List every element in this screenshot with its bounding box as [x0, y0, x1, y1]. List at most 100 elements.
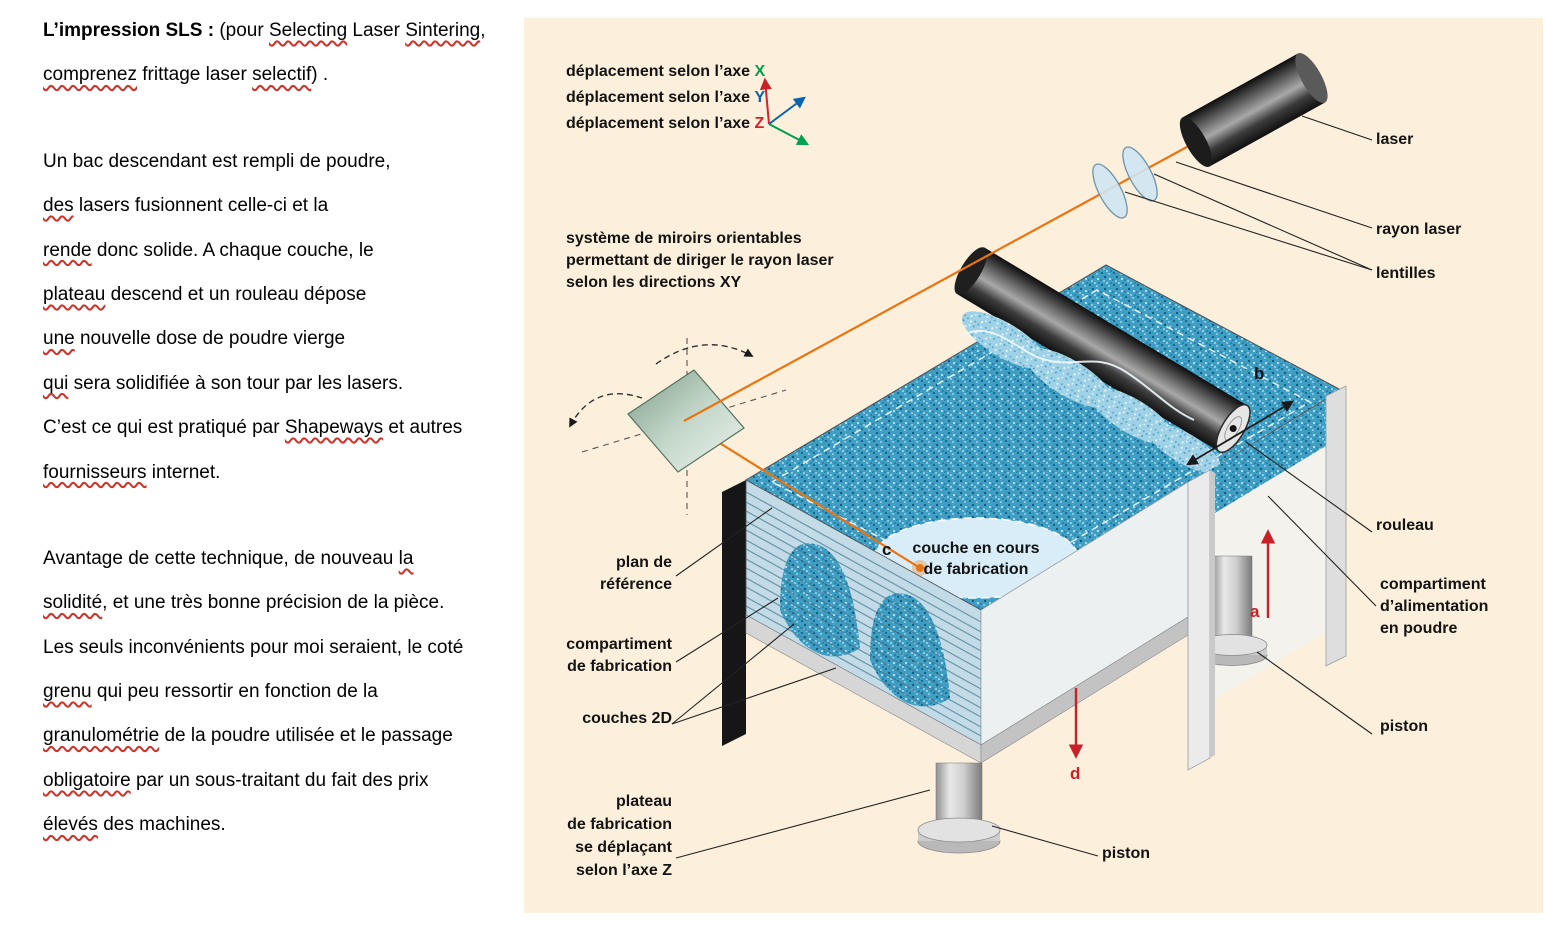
text-segment: ) . — [311, 64, 329, 86]
axis-legend-z: déplacement selon l’axe Z — [566, 114, 764, 134]
document-text-column: L’impression SLS : (pour Selecting Laser… — [43, 9, 517, 890]
text-segment: C’est ce qui est pratiqué par — [43, 417, 285, 439]
divider-wall — [1187, 469, 1215, 771]
layer-lines — [745, 491, 982, 737]
text-segment: qui peu ressortir en fonction de la — [91, 681, 378, 703]
axis-legend-y: déplacement selon l’axe Y — [566, 88, 765, 108]
left-wall — [722, 480, 746, 746]
text-line: C’est ce qui est pratiqué par Shapeways … — [43, 406, 517, 450]
axis-legend-y-text: déplacement selon l’axe — [566, 89, 755, 106]
spellcheck-word: qui — [43, 372, 69, 394]
label-layers-2d: couches 2D — [582, 710, 672, 727]
spellcheck-word: des — [43, 195, 74, 217]
axis-arrow-z — [759, 77, 772, 125]
text-segment: internet. — [146, 461, 221, 483]
spellcheck-word: granulométrie — [43, 725, 160, 747]
label-roller: rouleau — [1376, 517, 1434, 534]
rotation-arc-top — [655, 344, 754, 365]
marker-d: d — [1070, 764, 1081, 783]
text-line: une nouvelle dose de poudre vierge — [43, 317, 517, 361]
label-mirror-system: système de miroirs orientables permettan… — [566, 230, 834, 291]
spellcheck-word: comprenez — [43, 64, 137, 86]
paragraph-sls-intro: L’impression SLS : (pour Selecting Laser… — [43, 9, 517, 98]
text-line: Les seuls inconvénients pour moi seraien… — [43, 626, 517, 670]
text-segment: Avantage de cette technique, de nouveau — [43, 547, 399, 569]
text-line: des lasers fusionnent celle-ci et la — [43, 184, 517, 228]
text-line: solidité, et une très bonne précision de… — [43, 581, 517, 625]
powder-wave — [959, 311, 1221, 474]
spellcheck-word: la — [398, 547, 414, 569]
build-chamber-face — [745, 479, 982, 746]
text-segment: lasers fusionnent celle-ci et la — [73, 195, 329, 217]
spellcheck-word: fournisseurs — [43, 461, 147, 483]
laser-unit — [1179, 53, 1328, 167]
axis-legend-z-text: déplacement selon l’axe — [566, 115, 755, 132]
axis-triad — [759, 77, 810, 146]
label-laser: laser — [1376, 131, 1414, 148]
text-segment: Un bac descendant est rempli de poudre, — [43, 150, 391, 172]
text-line: obligatoire par un sous-traitant du fait… — [43, 759, 517, 803]
text-line: granulométrie de la poudre utilisée et l… — [43, 714, 517, 758]
marker-c: c — [882, 540, 892, 559]
text-segment: L’impression SLS : — [43, 20, 220, 41]
laser-beam-to-bed — [685, 421, 921, 569]
label-build-platform: plateau de fabrication se déplaçant selo… — [567, 793, 672, 879]
marker-a: a — [1250, 602, 1260, 621]
label-piston-right: piston — [1380, 718, 1428, 735]
text-segment: de la poudre utilisée et le passage — [159, 725, 453, 747]
leader-lines — [671, 115, 1377, 859]
sls-machine-drawing — [569, 53, 1377, 859]
spellcheck-word: obligatoire — [43, 769, 131, 791]
spellcheck-word: selectif — [252, 64, 312, 86]
spellcheck-word: une — [43, 328, 75, 350]
text-segment: nouvelle dose de poudre vierge — [74, 328, 346, 350]
paragraph-avantages: Avantage de cette technique, de nouveau … — [43, 537, 517, 848]
text-segment: (pour — [219, 20, 269, 41]
paragraph-process: Un bac descendant est rempli de poudre, d… — [43, 140, 517, 495]
text-segment: frittage laser — [137, 64, 253, 86]
spellcheck-word: plateau — [43, 283, 106, 305]
rotation-arc-left — [569, 393, 643, 428]
spellcheck-word: Shapeways — [284, 417, 384, 439]
lens-1 — [1092, 163, 1128, 219]
axis-legend-y-letter: Y — [754, 89, 766, 106]
axis-legend-x-letter: X — [754, 63, 766, 80]
text-segment: Laser — [347, 20, 406, 41]
spellcheck-word: grenu — [43, 681, 92, 703]
text-line: rende donc solide. A chaque couche, le — [43, 229, 517, 273]
axis-legend-z-letter: Z — [754, 115, 765, 132]
text-line: grenu qui peu ressortir en fonction de l… — [43, 670, 517, 714]
axis-arrow-y — [768, 96, 806, 125]
axis-legend-x: déplacement selon l’axe X — [566, 62, 765, 82]
lenses — [1092, 146, 1158, 219]
axis-legend-x-text: déplacement selon l’axe — [566, 63, 755, 80]
label-reference-plane: plan de référence — [599, 554, 672, 593]
label-build-chamber: compartiment de fabrication — [566, 636, 672, 675]
text-segment: sera solidifiée à son tour par les laser… — [68, 372, 404, 394]
label-current-layer: couche en cours de fabrication — [912, 540, 1040, 578]
spellcheck-word: élevés — [43, 814, 98, 836]
build-piston — [917, 762, 1001, 854]
label-piston-bottom: piston — [1102, 845, 1150, 862]
spellcheck-word: Sintering — [405, 20, 481, 41]
lens-2 — [1122, 146, 1158, 202]
text-segment: des machines. — [97, 814, 226, 836]
text-line: fournisseurs internet. — [43, 451, 517, 495]
text-segment: par un sous-traitant du fait des prix — [130, 769, 429, 791]
axis-arrow-x — [768, 123, 810, 146]
sls-diagram-panel: déplacement selon l’axe X déplacement se… — [524, 18, 1543, 913]
outer-right-wall — [1325, 385, 1347, 667]
spellcheck-word: rende — [43, 239, 92, 261]
text-segment: et autres — [383, 417, 463, 439]
roller-direction-arrow-b — [1185, 400, 1295, 466]
text-line: plateau descend et un rouleau dépose — [43, 273, 517, 317]
text-segment: donc solide. A chaque couche, le — [91, 239, 374, 261]
text-line: L’impression SLS : (pour Selecting Laser… — [43, 9, 517, 53]
text-segment: , — [480, 20, 486, 41]
label-laser-beam: rayon laser — [1376, 221, 1462, 238]
text-segment: Les seuls inconvénients pour moi seraien… — [43, 636, 464, 658]
text-segment: , et une très bonne précision de la pièc… — [102, 592, 445, 614]
text-line: Un bac descendant est rempli de poudre, — [43, 140, 517, 184]
label-lenses: lentilles — [1376, 265, 1436, 282]
spellcheck-word: Selecting — [268, 20, 348, 41]
